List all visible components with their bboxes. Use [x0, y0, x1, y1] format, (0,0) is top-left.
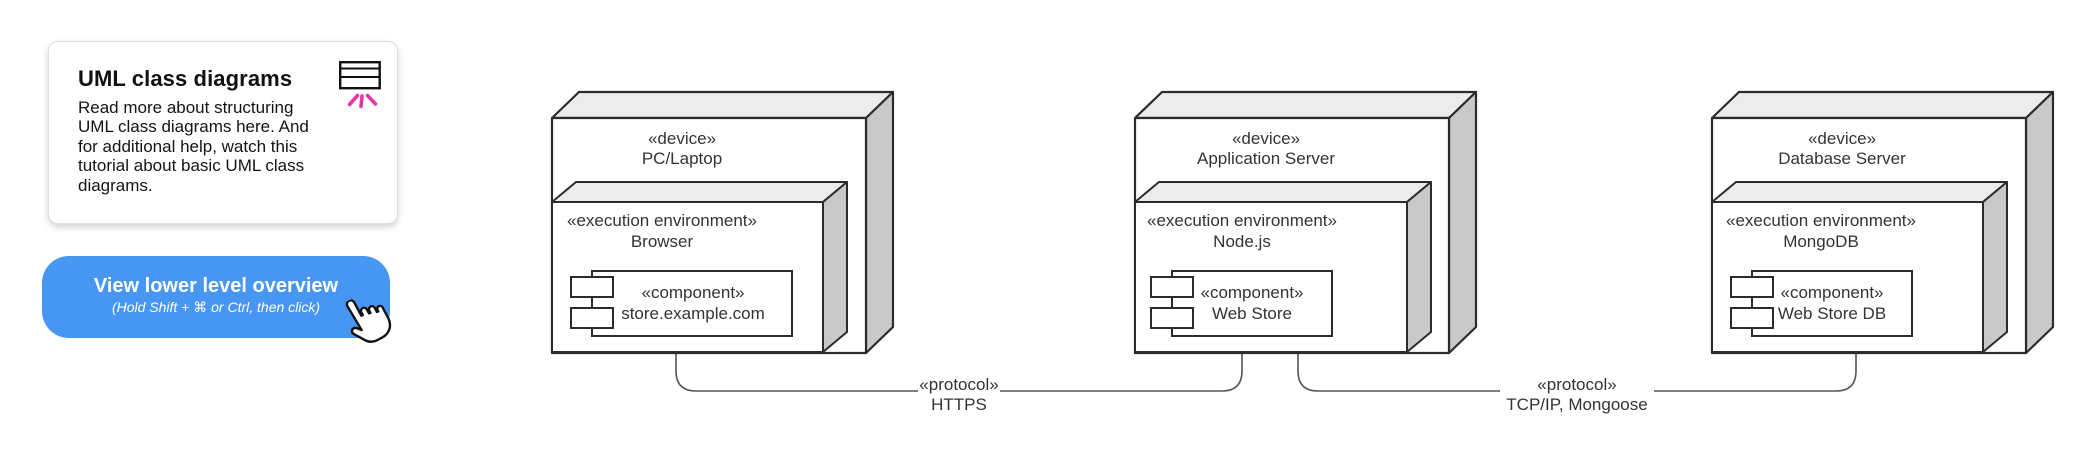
- info-card[interactable]: UML class diagrams Read more about struc…: [48, 41, 398, 224]
- env-name: MongoDB: [1783, 232, 1859, 251]
- card-body-line: UML class diagrams here. And: [78, 117, 309, 137]
- card-body-line: Read more about structuring: [78, 98, 294, 117]
- component-store-example[interactable]: «component» store.example.com: [570, 270, 793, 337]
- card-body-line: diagrams.: [78, 175, 153, 195]
- device-stereotype: «device»: [1232, 129, 1300, 148]
- button-sublabel: (Hold Shift + ⌘ or Ctrl, then click): [111, 299, 321, 315]
- uml-class-shine-icon: [339, 61, 381, 108]
- device-name: PC/Laptop: [642, 149, 722, 168]
- card-body: Read more about structuring UML class di…: [78, 98, 379, 195]
- env-stereotype: «execution environment»: [1726, 211, 1916, 230]
- component-name: Web Store DB: [1778, 304, 1886, 323]
- protocol-name: HTTPS: [931, 395, 987, 414]
- node-pc-laptop[interactable]: «device» PC/Laptop «execution environmen…: [550, 90, 895, 355]
- env-nodejs[interactable]: «execution environment» Node.js «compone…: [1134, 181, 1432, 353]
- card-body-line: for additional help, watch this: [78, 136, 298, 156]
- card-body-line: tutorial about basic UML class: [78, 156, 305, 176]
- env-browser[interactable]: «execution environment» Browser «compone…: [551, 181, 848, 353]
- device-stereotype: «device»: [1808, 129, 1876, 148]
- component-tab-icon: [1730, 276, 1774, 298]
- component-tab-icon: [1730, 307, 1774, 329]
- env-stereotype: «execution environment»: [567, 211, 757, 230]
- component-tab-icon: [1150, 276, 1194, 298]
- component-tab-icon: [570, 276, 614, 298]
- env-name: Node.js: [1213, 232, 1271, 251]
- protocol-stereotype: «protocol»: [1537, 375, 1616, 394]
- component-web-store-db[interactable]: «component» Web Store DB: [1730, 270, 1913, 337]
- connection-label-https: «protocol» HTTPS: [918, 372, 1000, 414]
- node-application-server[interactable]: «device» Application Server «execution e…: [1133, 90, 1478, 355]
- card-title: UML class diagrams: [78, 66, 293, 91]
- component-stereotype: «component»: [641, 283, 744, 302]
- hand-cursor-icon: [345, 299, 392, 344]
- component-web-store[interactable]: «component» Web Store: [1150, 270, 1333, 337]
- component-name: Web Store: [1212, 304, 1292, 323]
- protocol-name: TCP/IP, Mongoose: [1506, 395, 1647, 414]
- button-label: View lower level overview: [93, 275, 339, 297]
- env-stereotype: «execution environment»: [1147, 211, 1337, 230]
- component-tab-icon: [570, 307, 614, 329]
- device-stereotype: «device»: [648, 129, 716, 148]
- view-lower-level-button[interactable]: View lower level overview (Hold Shift + …: [42, 256, 392, 344]
- env-mongodb[interactable]: «execution environment» MongoDB «compone…: [1711, 181, 2008, 353]
- shine-rays-icon: [347, 93, 378, 108]
- env-name: Browser: [631, 232, 694, 251]
- protocol-stereotype: «protocol»: [919, 375, 998, 394]
- device-name: Application Server: [1197, 149, 1335, 168]
- component-name: store.example.com: [621, 304, 765, 323]
- device-name: Database Server: [1778, 149, 1906, 168]
- node-database-server[interactable]: «device» Database Server «execution envi…: [1710, 90, 2055, 355]
- component-tab-icon: [1150, 307, 1194, 329]
- component-stereotype: «component»: [1200, 283, 1303, 302]
- component-stereotype: «component»: [1780, 283, 1883, 302]
- connection-label-tcpip: «protocol» TCP/IP, Mongoose: [1500, 372, 1654, 414]
